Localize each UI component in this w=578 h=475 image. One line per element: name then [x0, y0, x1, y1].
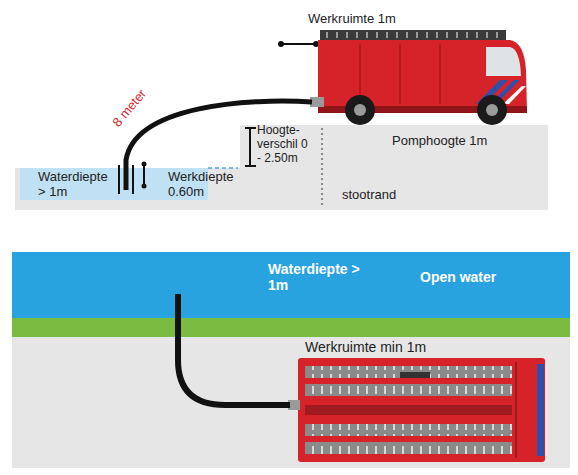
height-bracket	[245, 128, 256, 166]
height-difference-label: Hoogte- verschil 0 - 2.50m	[257, 124, 313, 165]
strainer	[119, 165, 133, 194]
workspace-bracket	[278, 41, 319, 47]
workspace-min-label: Werkruimte min 1m	[305, 339, 475, 355]
fire-truck-side	[310, 30, 527, 125]
working-depth-label: Werkdiepte 0.60m	[168, 170, 240, 200]
water-surface	[208, 167, 238, 169]
workspace-label: Werkruimte 1m	[308, 12, 418, 27]
stootrand-line	[321, 128, 323, 207]
open-water-label: Open water	[420, 269, 530, 285]
ground	[15, 125, 548, 210]
open-water	[12, 252, 570, 318]
bumper-label: stootrand	[342, 188, 432, 203]
depth-marker	[142, 162, 147, 189]
fire-truck-top	[288, 358, 545, 462]
water-depth-label: Waterdiepte > 1m	[38, 170, 118, 200]
suction-hose-top	[178, 294, 290, 405]
grass-verge	[12, 318, 570, 337]
water-area: Waterdiepte > 1m Open water	[12, 252, 570, 318]
pump-height-label: Pomphoogte 1m	[392, 134, 522, 149]
water-area: Waterdiepte > 1m Werkdiepte 0.60m	[20, 168, 240, 200]
water-depth-label: Waterdiepte > 1m	[268, 261, 378, 293]
ground-top	[12, 337, 570, 468]
